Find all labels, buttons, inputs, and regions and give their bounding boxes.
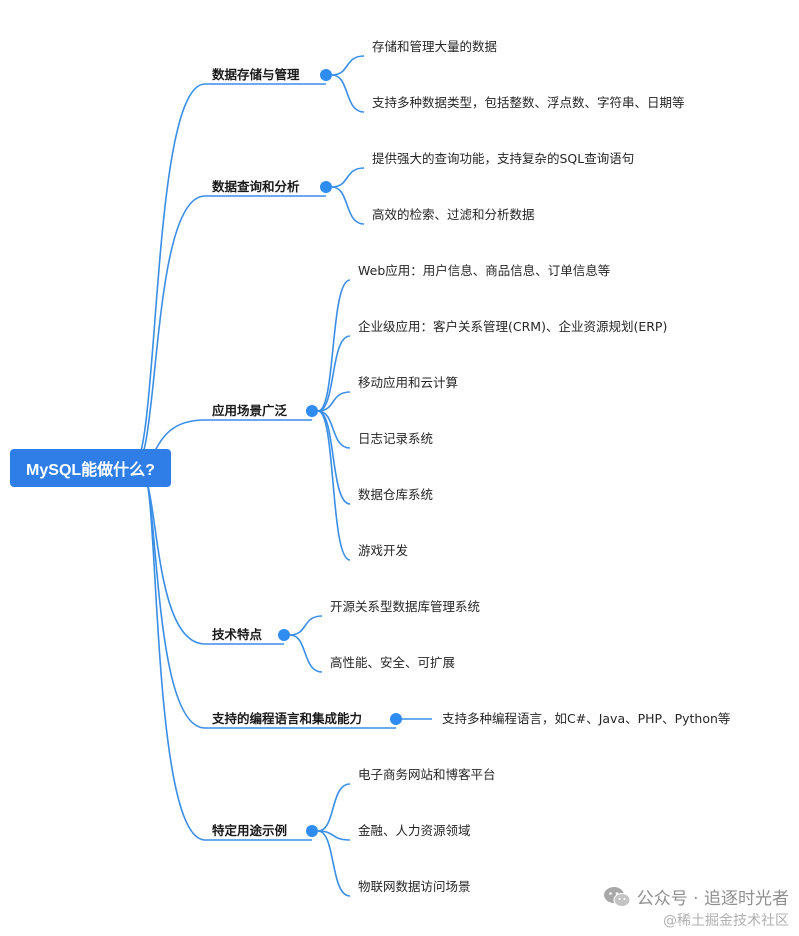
watermark: 公众号 · 追逐时光者 @稀土掘金技术社区 [603, 884, 789, 930]
leaf-node[interactable]: 移动应用和云计算 [358, 375, 459, 390]
connector-branch-leaf [317, 335, 351, 412]
connector-branch-leaf [317, 410, 351, 449]
leaf-node[interactable]: 提供强大的查询功能，支持复杂的SQL查询语句 [372, 151, 635, 166]
watermark-line2: @稀土掘金技术社区 [663, 913, 789, 929]
branch-node[interactable]: 数据查询和分析 [212, 179, 300, 194]
leaf-node[interactable]: 日志记录系统 [358, 431, 434, 446]
root-node[interactable]: MySQL能做什么? [10, 449, 171, 487]
branch-node[interactable]: 特定用途示例 [212, 823, 288, 838]
branch-collapse-dot[interactable] [306, 825, 318, 837]
connector-root-branch [137, 467, 284, 645]
connector-branch-leaf [289, 634, 323, 673]
connector-branch-leaf [317, 783, 351, 832]
leaf-node[interactable]: 金融、人力资源领域 [358, 823, 471, 838]
branch-node[interactable]: 支持的编程语言和集成能力 [212, 711, 363, 726]
connector-branch-leaf [289, 615, 323, 636]
branch-collapse-dot[interactable] [390, 713, 402, 725]
branch-node[interactable]: 应用场景广泛 [212, 403, 288, 418]
connector-branch-leaf [331, 186, 365, 225]
leaf-node[interactable]: 电子商务网站和博客平台 [358, 767, 496, 782]
connector-root-branch [139, 467, 396, 729]
branch-node[interactable]: 数据存储与管理 [212, 67, 300, 82]
branch-collapse-dot[interactable] [320, 181, 332, 193]
connector-branch-leaf [317, 391, 351, 412]
connector-branch-leaf [331, 55, 365, 76]
connector-root-branch [131, 83, 326, 469]
connector-branch-leaf [317, 830, 351, 897]
leaf-node[interactable]: 支持多种编程语言，如C#、Java、PHP、Python等 [442, 711, 731, 726]
connector-branch-leaf [317, 279, 351, 412]
leaf-node[interactable]: 高效的检索、过滤和分析数据 [372, 207, 535, 222]
leaf-node[interactable]: Web应用：用户信息、商品信息、订单信息等 [358, 263, 611, 278]
leaf-node[interactable]: 企业级应用：客户关系管理(CRM)、企业资源规划(ERP) [358, 319, 668, 334]
leaf-node[interactable]: 数据仓库系统 [358, 487, 434, 502]
leaf-node[interactable]: 高性能、安全、可扩展 [330, 655, 456, 670]
connector-branch-leaf [331, 74, 365, 113]
connector-root-branch [141, 467, 312, 841]
branch-collapse-dot[interactable] [320, 69, 332, 81]
leaf-node[interactable]: 游戏开发 [358, 543, 409, 558]
connector-branch-leaf [317, 410, 351, 561]
leaf-node[interactable]: 开源关系型数据库管理系统 [330, 599, 481, 614]
branch-collapse-dot[interactable] [306, 405, 318, 417]
watermark-line1: 公众号 · 追逐时光者 [636, 889, 789, 909]
leaf-node[interactable]: 物联网数据访问场景 [358, 879, 471, 894]
wechat-icon [603, 886, 631, 907]
branch-node[interactable]: 技术特点 [212, 627, 263, 642]
branch-collapse-dot[interactable] [278, 629, 290, 641]
connector-branch-leaf [331, 167, 365, 188]
leaf-node[interactable]: 支持多种数据类型，包括整数、浮点数、字符串、日期等 [372, 95, 685, 110]
leaf-node[interactable]: 存储和管理大量的数据 [372, 39, 498, 54]
watermark-account: 公众号 · 追逐时光者 [603, 884, 789, 909]
